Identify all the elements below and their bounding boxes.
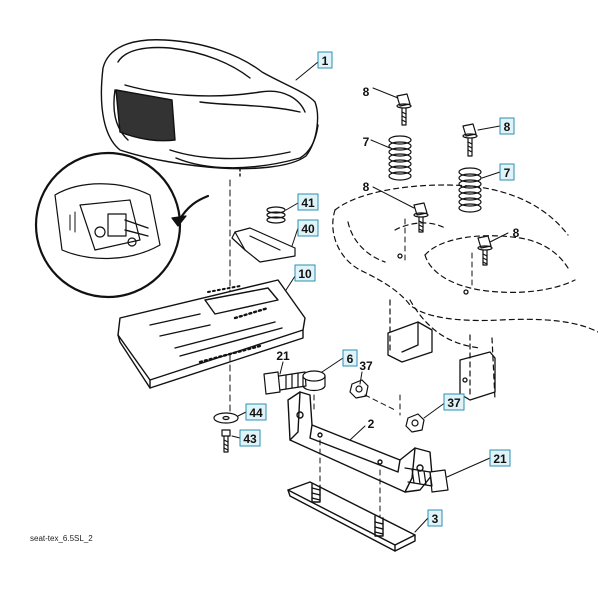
bolt-part-21-right — [404, 467, 449, 493]
mower-frame-outline — [332, 184, 598, 401]
washer-part-44 — [213, 412, 239, 424]
callout-37-b: 37 — [443, 393, 465, 411]
svg-text:21: 21 — [493, 452, 507, 466]
callout-10: 10 — [294, 264, 316, 282]
svg-text:8: 8 — [363, 85, 370, 99]
callout-44: 44 — [245, 403, 267, 421]
callout-8-d: 8 — [513, 226, 520, 240]
detail-magnifier — [34, 151, 210, 299]
svg-text:7: 7 — [363, 135, 370, 149]
seat-plate-part-10 — [117, 279, 306, 389]
bushing-part-6 — [302, 370, 326, 392]
nut-part-37-right — [405, 413, 425, 433]
svg-text:37: 37 — [359, 359, 373, 373]
svg-text:8: 8 — [504, 120, 511, 134]
callout-3: 3 — [427, 509, 443, 527]
callout-6: 6 — [342, 349, 358, 367]
svg-text:41: 41 — [301, 196, 315, 210]
seat-bracket-part-2 — [287, 391, 433, 493]
svg-text:21: 21 — [276, 349, 290, 363]
svg-text:10: 10 — [298, 267, 312, 281]
callout-8-a: 8 — [363, 85, 370, 99]
assembly-guides — [313, 214, 473, 521]
svg-text:43: 43 — [243, 432, 257, 446]
callout-8-b: 8 — [499, 117, 515, 135]
bolt-part-8-top-left — [396, 93, 412, 126]
callout-7-a: 7 — [363, 135, 370, 149]
callout-21-b: 21 — [489, 449, 511, 467]
svg-text:37: 37 — [447, 396, 461, 410]
svg-text:44: 44 — [249, 406, 263, 420]
diagram-caption: seat-tex_6.5SL_2 — [30, 534, 93, 543]
svg-text:3: 3 — [432, 512, 439, 526]
svg-text:8: 8 — [513, 226, 520, 240]
seat-part-1 — [100, 39, 319, 177]
bolt-part-8-mid — [413, 202, 429, 233]
svg-text:7: 7 — [504, 166, 511, 180]
svg-text:6: 6 — [347, 352, 354, 366]
svg-text:1: 1 — [322, 54, 329, 68]
bolt-part-8-low — [477, 235, 493, 266]
callout-21-a: 21 — [276, 349, 290, 363]
callout-43: 43 — [239, 429, 261, 447]
callout-40: 40 — [297, 219, 319, 237]
leader-lines — [231, 61, 509, 533]
callout-41: 41 — [297, 193, 319, 211]
spring-part-7-right — [458, 167, 482, 213]
bolt-part-43 — [221, 429, 231, 453]
bolt-part-8-top-right — [462, 123, 478, 157]
spring-part-41 — [266, 206, 286, 224]
callout-37-a: 37 — [359, 359, 373, 373]
svg-text:2: 2 — [368, 417, 375, 431]
callout-8-c: 8 — [363, 180, 370, 194]
spring-part-7-left — [388, 135, 412, 181]
callout-2: 2 — [368, 417, 375, 431]
callout-7-b: 7 — [499, 163, 515, 181]
slide-latch-part-40 — [231, 227, 296, 263]
svg-text:40: 40 — [301, 222, 315, 236]
bolt-part-21-left — [263, 371, 307, 395]
callout-1: 1 — [317, 51, 333, 69]
svg-text:8: 8 — [363, 180, 370, 194]
base-plate-part-3 — [287, 481, 416, 552]
